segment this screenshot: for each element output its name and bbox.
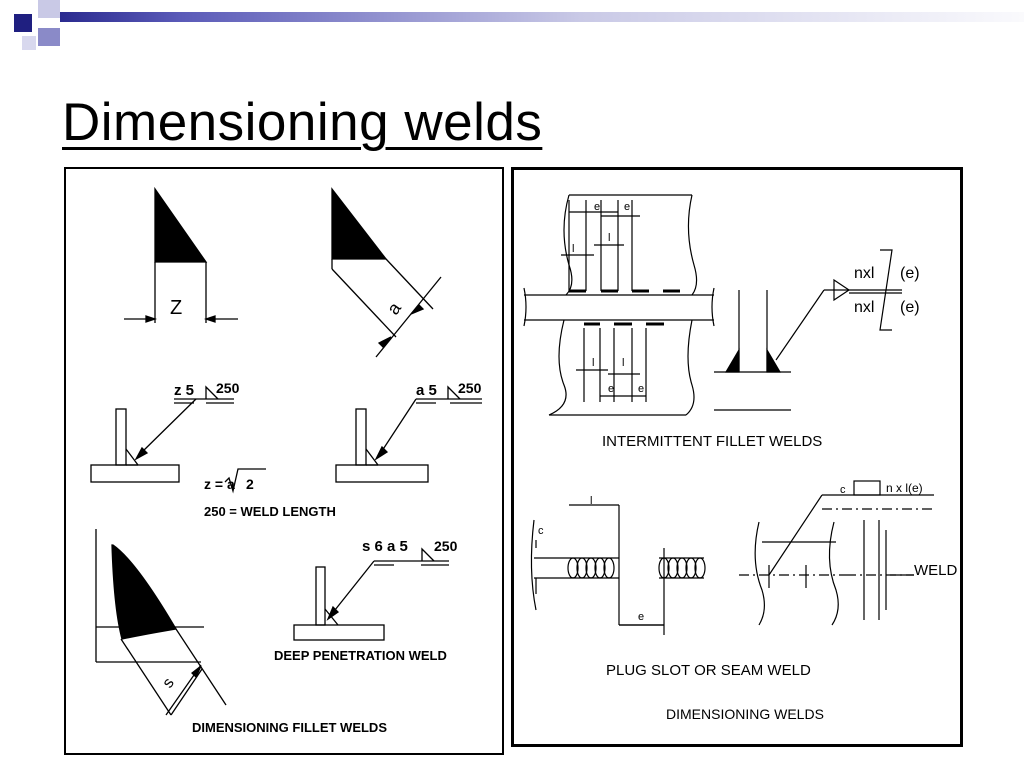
plug-symbol-text: n x l(e) xyxy=(886,481,923,495)
nxl-bottom: nxl xyxy=(854,299,874,316)
dimensioning-caption: DIMENSIONING WELDS xyxy=(666,706,824,722)
intermittent-caption: INTERMITTENT FILLET WELDS xyxy=(602,433,822,450)
e-label-plug: e xyxy=(638,611,644,623)
logo-square-light xyxy=(38,0,60,18)
e-label-bottom-1: e xyxy=(608,383,614,395)
e-label-top-1: e xyxy=(594,201,600,213)
weld-triangle-z xyxy=(154,186,208,263)
e-label-top-2: e xyxy=(624,201,630,213)
s-dimension-label: s xyxy=(159,675,178,691)
e-top: (e) xyxy=(900,265,920,282)
intermittent-welds-drawing: e e l l l l e e nxl (e) nxl (e) INTERMIT… xyxy=(511,167,963,747)
formula-root-text: 2 xyxy=(246,476,254,492)
deep-penetration-caption: DEEP PENETRATION WELD xyxy=(274,648,447,663)
weld-label: WELD xyxy=(914,562,958,579)
deep-penetration-shape xyxy=(111,544,178,640)
plug-caption: PLUG SLOT OR SEAM WELD xyxy=(606,662,811,679)
s-length-text: 250 xyxy=(434,538,458,554)
s-symbol-text: s 6 a 5 xyxy=(362,538,408,555)
logo-square-dark xyxy=(14,14,32,32)
c-label-seam: c xyxy=(840,484,846,496)
l-label-plug: l xyxy=(590,495,592,507)
intermittent-welds-svg: e e l l l l e e nxl (e) nxl (e) INTERMIT… xyxy=(523,194,958,722)
a-length-text: 250 xyxy=(458,380,482,396)
logo-square-mid xyxy=(38,28,60,46)
e-label-bottom-2: e xyxy=(638,383,644,395)
a-dimension-label: a xyxy=(383,298,406,318)
header-gradient-bar xyxy=(60,12,1024,22)
nxl-top: nxl xyxy=(854,265,874,282)
l-label-top-2: l xyxy=(608,232,610,244)
logo-square-pale xyxy=(22,36,36,50)
e-bottom: (e) xyxy=(900,299,920,316)
l-label-top-1: l xyxy=(572,243,574,255)
z-symbol-text: z 5 xyxy=(174,382,194,399)
slide-title: Dimensioning welds xyxy=(62,93,543,152)
fillet-welds-drawing: Z a z 5 250 a 5 250 z = a 2 250 = WELD L… xyxy=(64,167,504,755)
formula-text: z = a xyxy=(204,476,235,492)
z-length-text: 250 xyxy=(216,380,240,396)
weld-length-note: 250 = WELD LENGTH xyxy=(204,504,336,519)
fillet-welds-svg: Z a z 5 250 a 5 250 z = a 2 250 = WELD L… xyxy=(90,186,482,735)
weld-triangle-a xyxy=(331,187,388,260)
c-label-plug: c xyxy=(538,525,544,537)
l-label-bottom-2: l xyxy=(622,357,624,369)
z-dimension-label: Z xyxy=(170,297,182,319)
l-label-bottom-1: l xyxy=(592,357,594,369)
fillet-welds-caption: DIMENSIONING FILLET WELDS xyxy=(192,720,387,735)
a-symbol-text: a 5 xyxy=(416,382,437,399)
